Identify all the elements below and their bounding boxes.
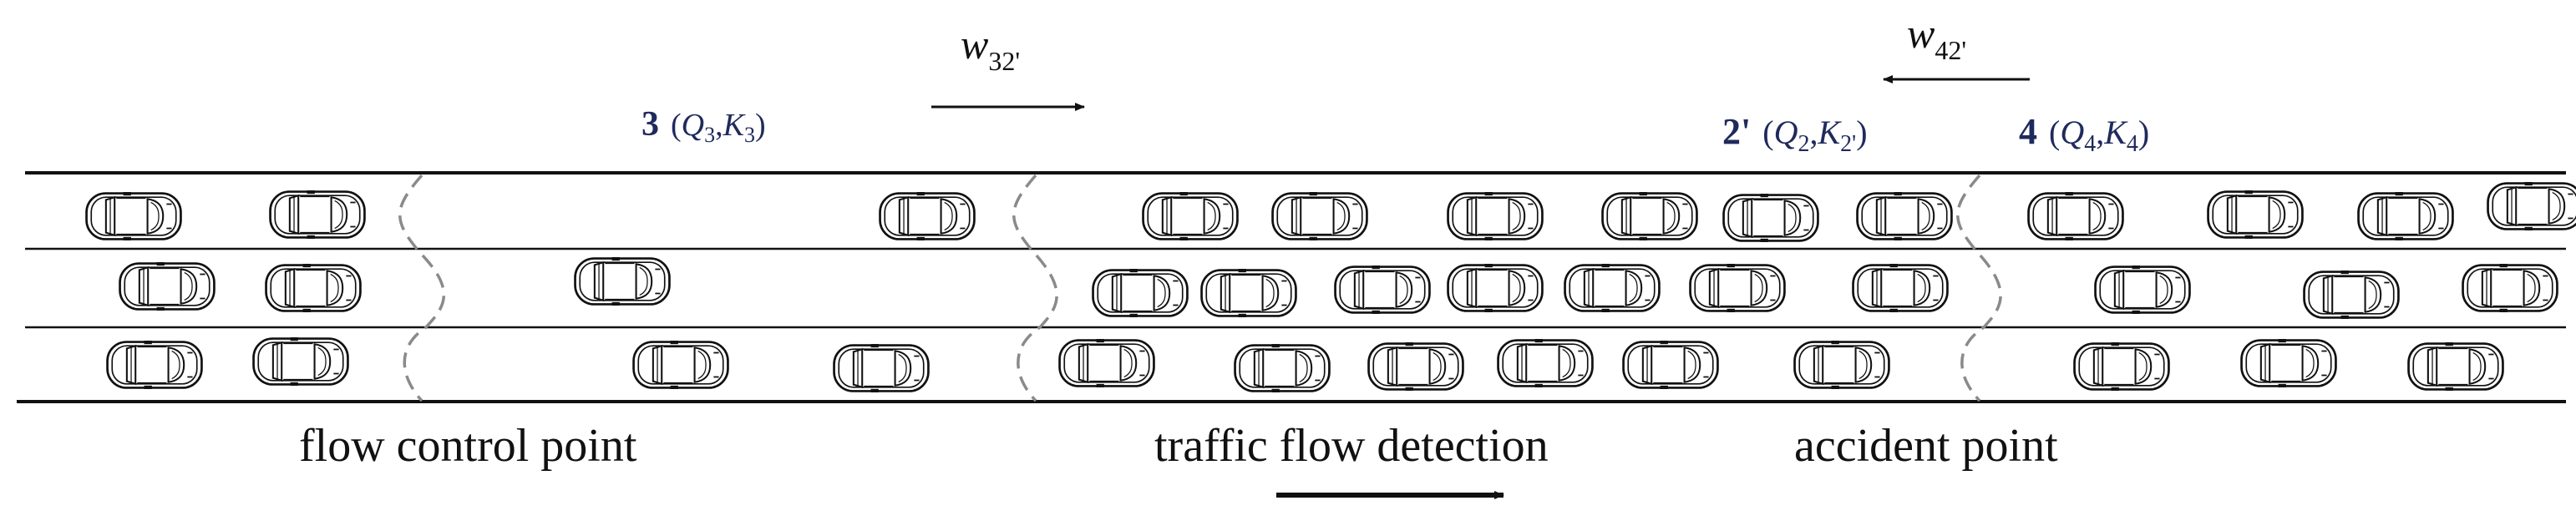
wave-label-w42: w42' — [1907, 10, 1966, 65]
car — [2407, 342, 2504, 391]
car — [1234, 344, 1331, 392]
car — [1447, 264, 1544, 312]
car — [1092, 269, 1189, 317]
flow-control-point-label: flow control point — [299, 420, 637, 472]
boundary-curve-flow-control — [398, 174, 446, 402]
car — [85, 192, 182, 240]
region-label-4: 4(Q4,K4) — [2019, 111, 2149, 157]
car — [1200, 269, 1297, 317]
car — [1447, 192, 1544, 240]
car — [2027, 192, 2124, 240]
car — [119, 262, 216, 311]
car — [879, 192, 976, 240]
car — [2462, 264, 2558, 312]
vehicles — [85, 182, 2576, 392]
car — [574, 257, 671, 306]
car — [632, 341, 729, 389]
accident-point-label: accident point — [1794, 420, 2058, 472]
region-label-2prime: 2'(Q2,K2') — [1722, 111, 1868, 157]
car — [1689, 264, 1786, 312]
car — [1601, 192, 1698, 240]
car — [833, 344, 930, 392]
car — [1622, 341, 1719, 389]
car — [2073, 342, 2170, 391]
car — [1564, 264, 1661, 312]
car — [1497, 339, 1594, 387]
car — [269, 190, 366, 239]
region-label-3: 3(Q3,K3) — [641, 105, 766, 147]
car — [1058, 339, 1155, 387]
wave-label-w32: w32' — [961, 21, 1020, 76]
car — [2094, 266, 2191, 314]
car — [1142, 192, 1239, 240]
car — [2240, 339, 2337, 387]
car — [2487, 182, 2576, 230]
boundary-curve-accident — [1956, 174, 2002, 402]
car — [1856, 192, 1953, 240]
car — [106, 341, 203, 389]
car — [1334, 266, 1431, 314]
car — [1793, 341, 1890, 389]
car — [1722, 194, 1819, 242]
car — [265, 264, 362, 312]
car — [1271, 192, 1368, 240]
car — [2207, 190, 2304, 239]
boundary-curve-detection — [1012, 174, 1058, 402]
car — [2303, 271, 2400, 319]
car — [2357, 192, 2454, 240]
car — [1367, 342, 1464, 391]
traffic-flow-detection-label: traffic flow detection — [1154, 420, 1549, 472]
car — [1852, 264, 1949, 312]
car — [252, 337, 349, 386]
